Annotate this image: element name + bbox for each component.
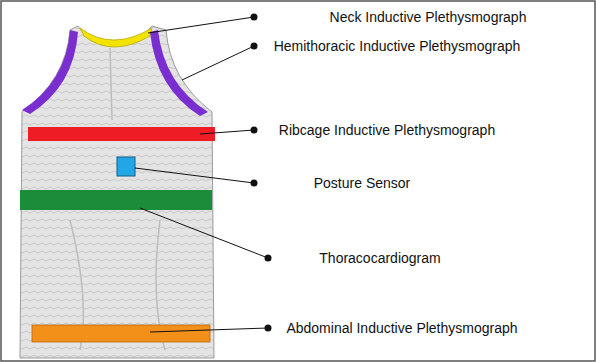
part-label: Thoracocardiogram [280,249,480,267]
part-label: Ribcage Inductive Plethysmograph [272,121,502,139]
ribcage-band [28,127,215,141]
abdominal-band [32,325,210,342]
hemithoracic-strap [150,30,208,116]
part-label: Hemithoracic Inductive Plethysmograph [272,37,522,55]
leader-lines [135,17,268,332]
hemithoracic-strap [22,30,78,114]
neck-band [80,28,152,47]
thoracocardiogram-band [20,190,212,210]
part-label: Posture Sensor [262,174,462,192]
vest [20,26,214,358]
leader-dots [251,14,272,332]
part-label: Neck Inductive Plethysmograph [268,8,588,26]
part-label: Abdominal Inductive Plethysmograph [282,319,522,337]
posture-sensor [117,157,135,176]
